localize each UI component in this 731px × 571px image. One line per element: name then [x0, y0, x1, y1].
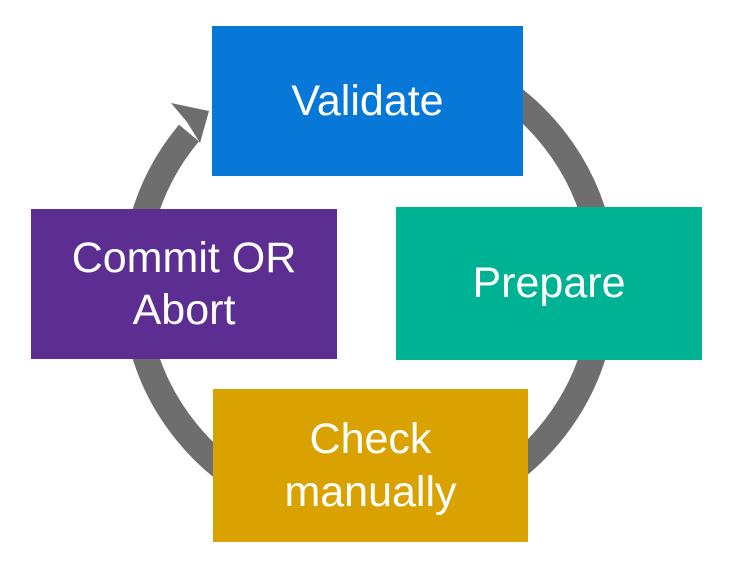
- step-check-manually: Check manually: [213, 389, 528, 542]
- step-label: Commit OR: [71, 233, 297, 282]
- step-label: Check: [309, 415, 432, 464]
- step-commit-or-abort: Commit OR Abort: [31, 209, 337, 359]
- step-validate: Validate: [212, 26, 523, 176]
- step-label: manually: [284, 467, 457, 516]
- cycle-arrow-head-icon: [171, 103, 209, 143]
- step-label: Prepare: [472, 259, 626, 308]
- step-label: Validate: [291, 76, 444, 125]
- step-prepare: Prepare: [396, 207, 702, 360]
- step-label: Abort: [132, 286, 236, 334]
